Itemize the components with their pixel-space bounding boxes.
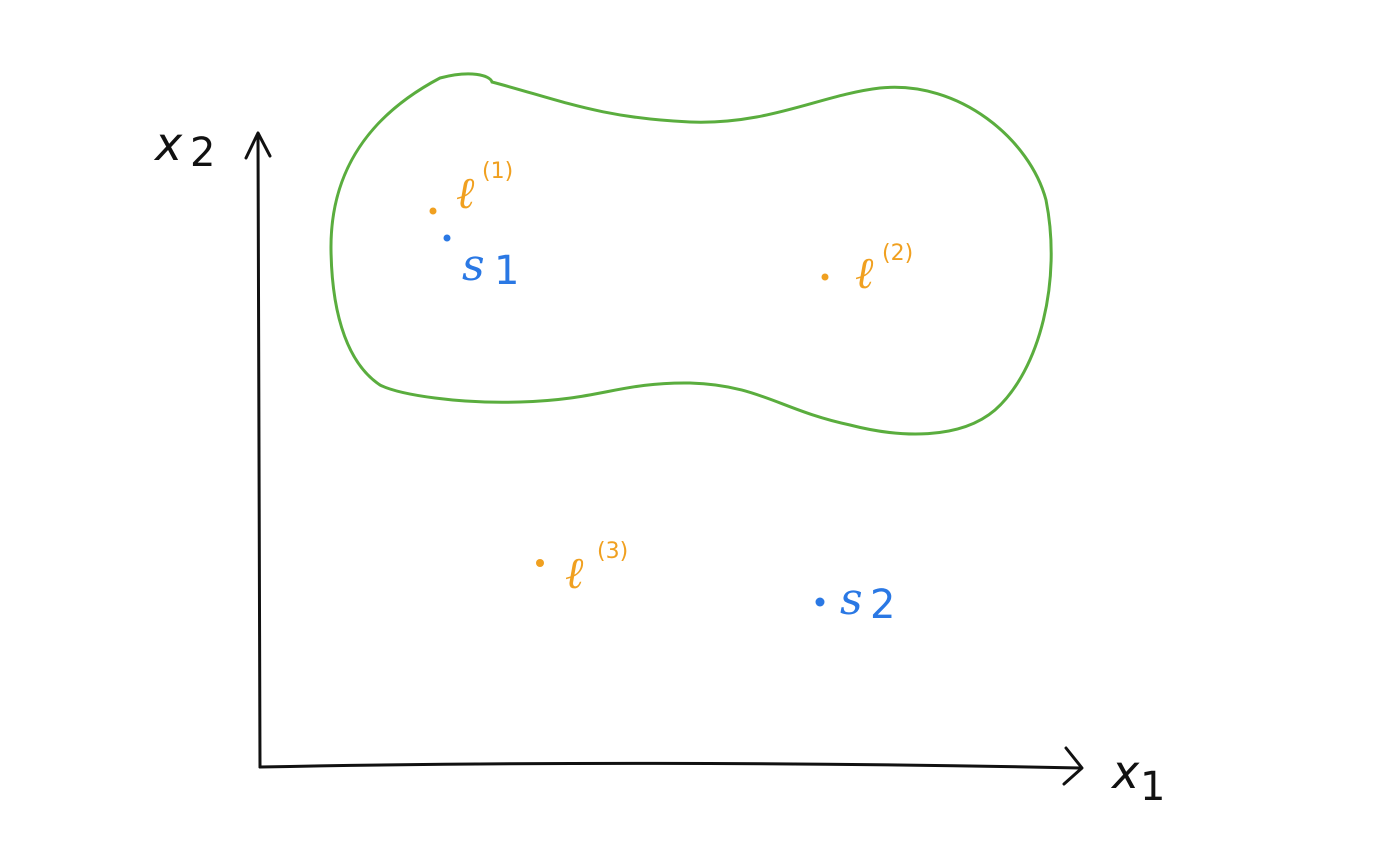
landmark-2-superscript: (2): [882, 241, 913, 266]
landmark-3-symbol: ℓ: [565, 548, 584, 599]
x-axis-arrowhead: [1062, 746, 1084, 786]
x-axis-label-sub: 1: [1140, 764, 1165, 810]
state-2-symbol: s: [840, 574, 863, 625]
state-2-subscript: 2: [870, 582, 895, 628]
x-axis-label-main: x: [1110, 745, 1140, 799]
landmark-3: ℓ (3): [536, 539, 628, 599]
state-1-subscript: 1: [494, 248, 519, 294]
landmark-2: ℓ (2): [821, 241, 913, 299]
y-axis-label: x 2: [153, 117, 215, 176]
state-2: s 2: [815, 574, 895, 628]
y-axis-label-main: x: [153, 117, 183, 171]
landmark-1: ℓ (1): [429, 159, 513, 219]
landmark-1-superscript: (1): [482, 159, 513, 184]
x-axis-label: x 1: [1110, 745, 1165, 810]
landmark-1-symbol: ℓ: [456, 168, 475, 219]
landmark-3-dot: [536, 559, 544, 567]
region-outline: [329, 72, 1053, 436]
landmark-2-symbol: ℓ: [855, 248, 874, 299]
landmark-2-dot: [821, 273, 829, 281]
state-1-dot: [443, 234, 451, 242]
y-axis-line: [256, 133, 262, 769]
state-1: s 1: [443, 234, 519, 294]
state-1-symbol: s: [462, 240, 485, 291]
state-2-dot: [815, 597, 825, 607]
landmark-3-superscript: (3): [597, 539, 628, 564]
landmark-1-dot: [429, 207, 437, 215]
x-axis-line: [258, 761, 1082, 770]
y-axis-arrowhead: [244, 131, 272, 160]
y-axis-label-sub: 2: [190, 130, 215, 176]
